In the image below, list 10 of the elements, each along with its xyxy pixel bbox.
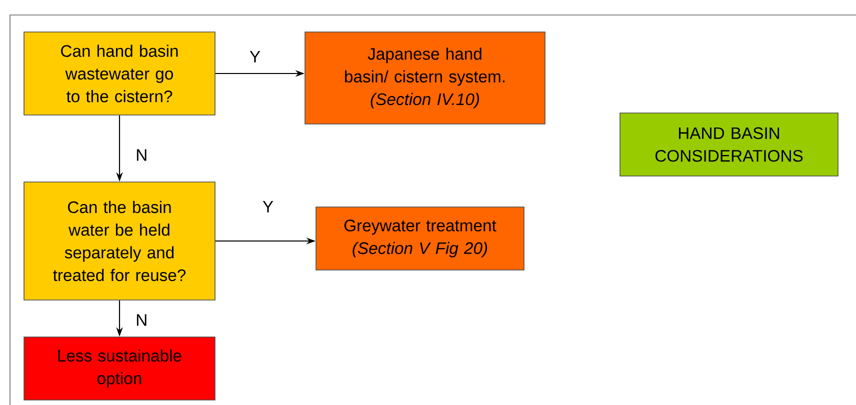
edge-label: N <box>136 149 146 161</box>
edge-label: N <box>136 314 146 326</box>
question-box: Can the basin water be held separately and treated for reuse? <box>24 182 216 300</box>
outcome-box: Less sustainable option <box>24 336 216 400</box>
question-box: Can hand basin wastewater go to the cistern? <box>24 32 216 116</box>
outcome-box: Japanese hand basin/ cistern system. (Section IV.10) <box>304 32 546 124</box>
title-box: HAND BASIN CONSIDERATIONS <box>620 112 838 176</box>
outcome-box: Greywater treatment (Section V Fig 20) <box>316 206 524 270</box>
edge-label: Y <box>250 50 260 62</box>
edge-label: Y <box>262 200 274 212</box>
